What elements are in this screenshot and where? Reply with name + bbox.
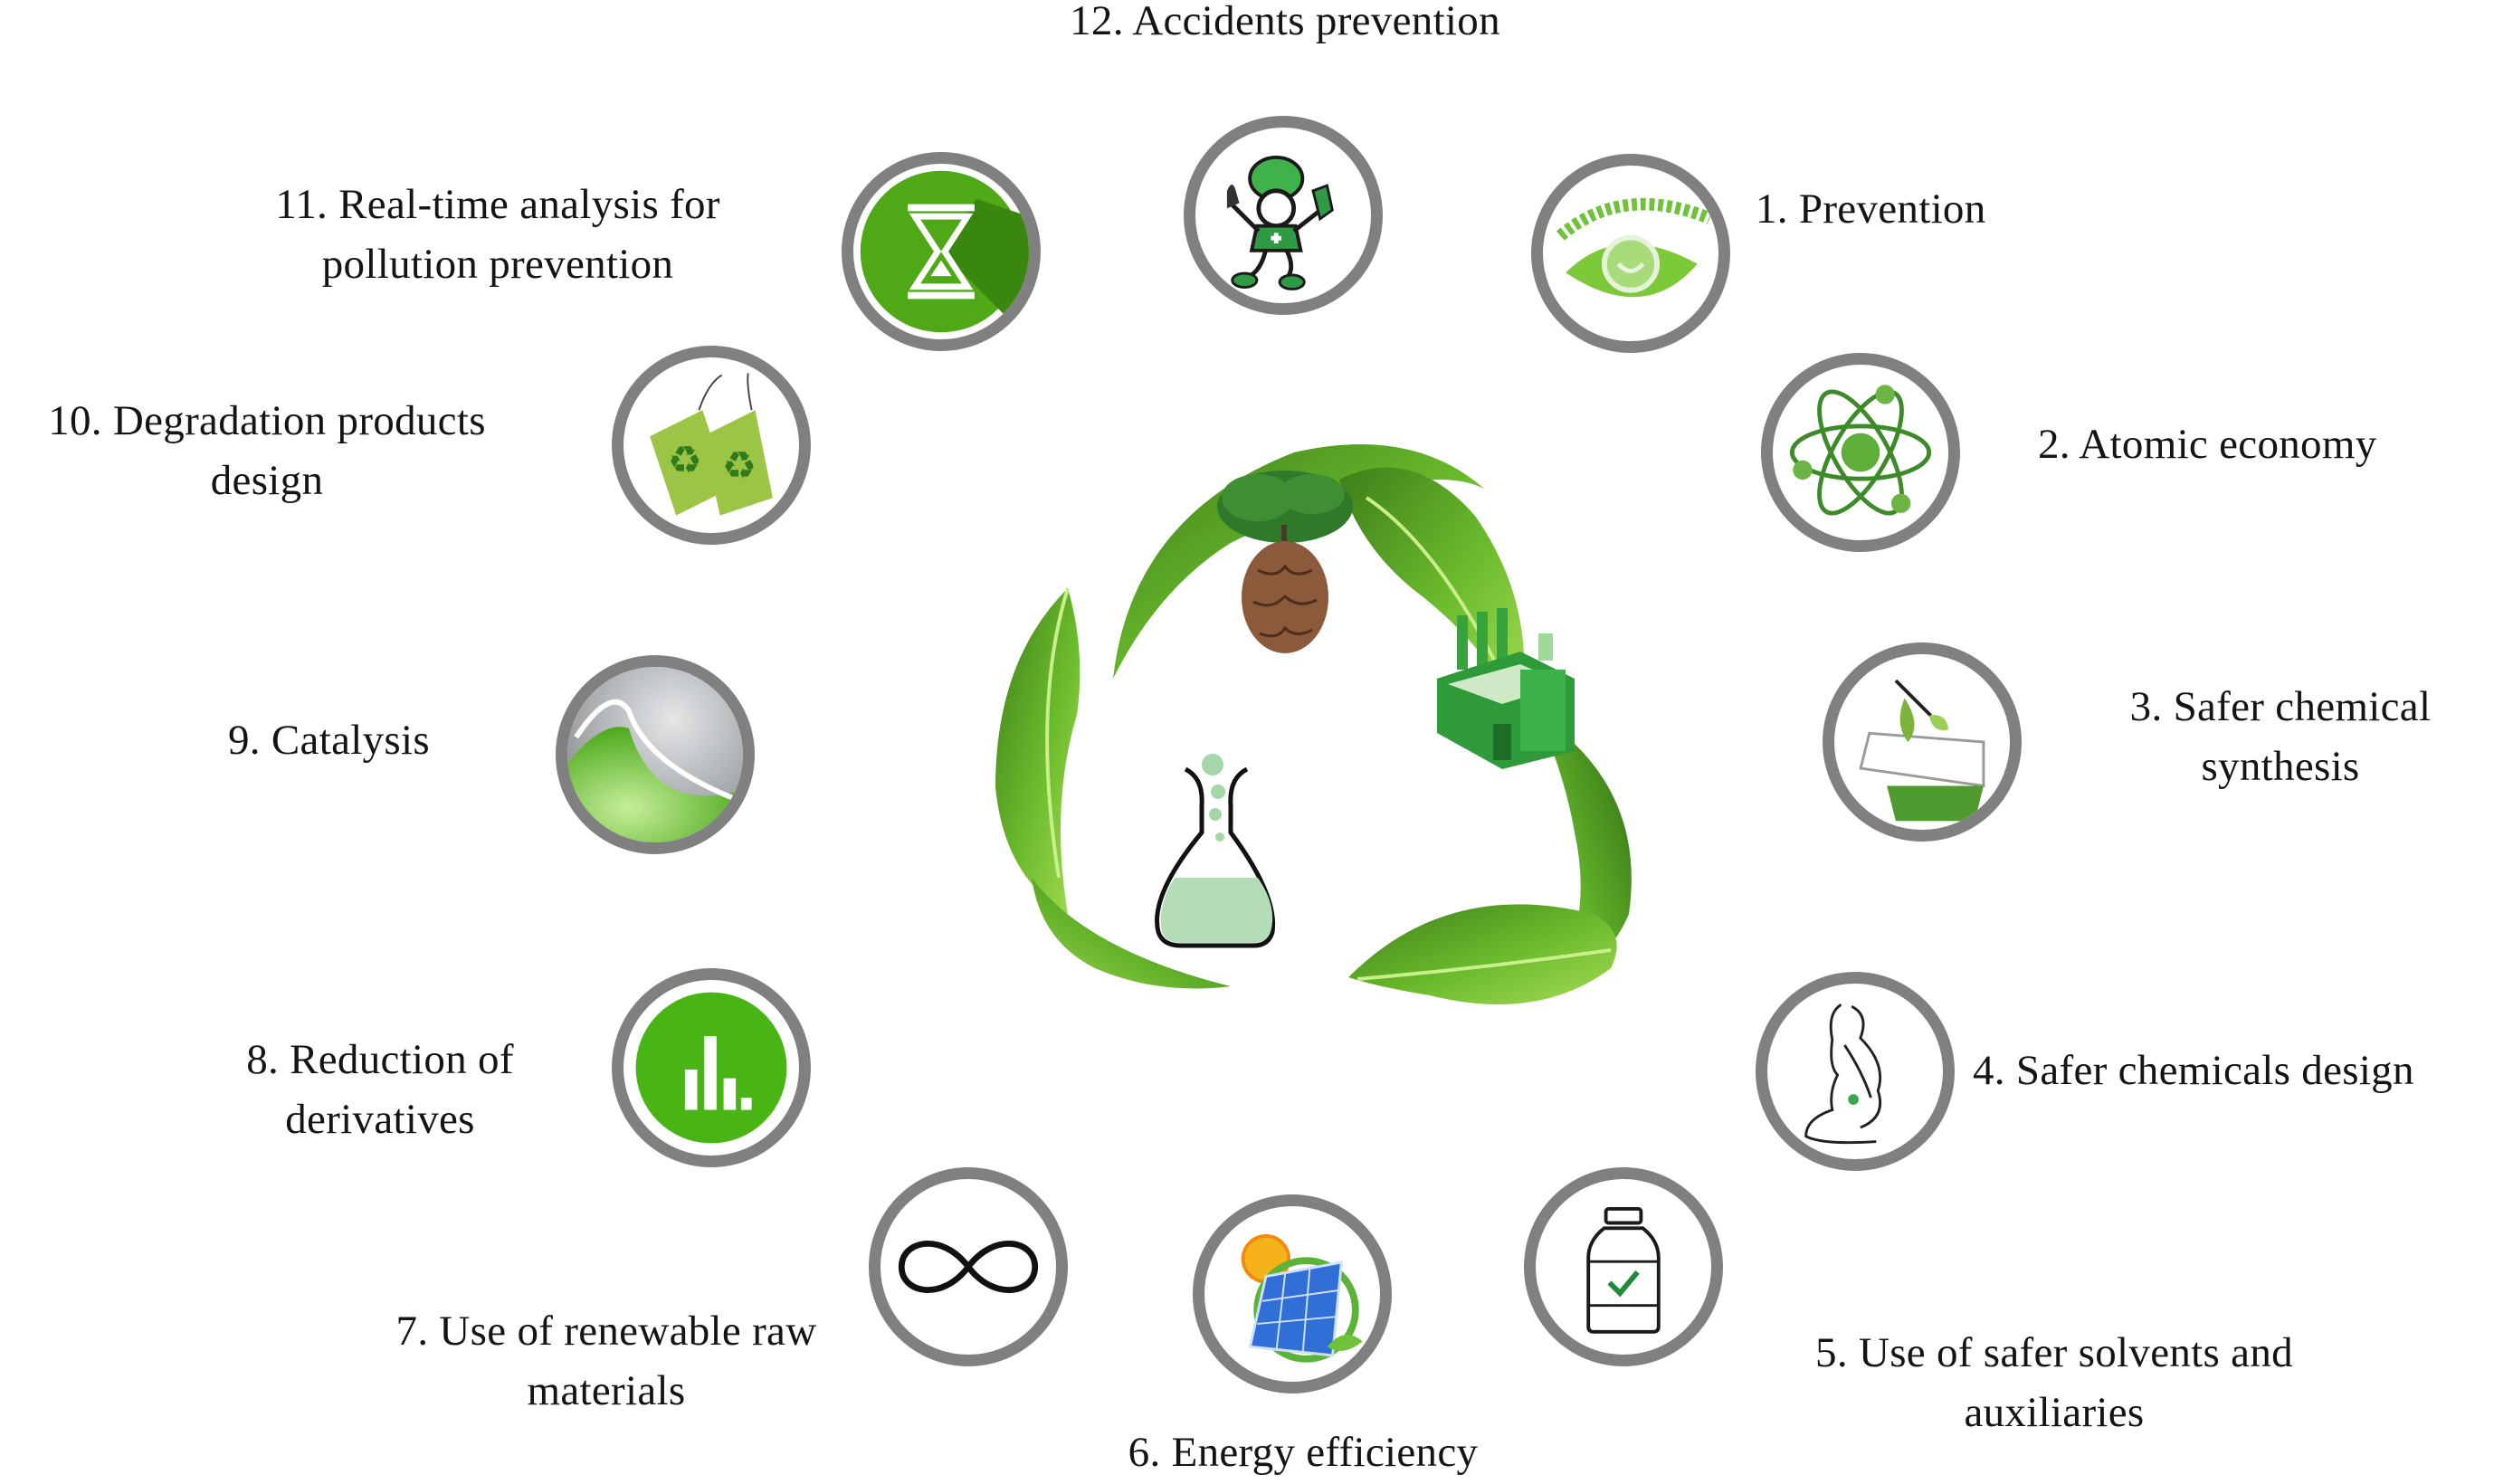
pregnant-woman-icon xyxy=(1804,1004,1882,1145)
label-principle-7: 7. Use of renewable raw materials xyxy=(395,1308,817,1414)
label-principle-5: 5. Use of safer solvents and auxiliaries xyxy=(1815,1329,2293,1436)
svg-text:♻: ♻ xyxy=(668,440,702,482)
ring-principle-6 xyxy=(1193,1194,1392,1394)
ring-principle-11 xyxy=(842,152,1041,351)
tree-brain-icon xyxy=(1217,471,1353,653)
ring-principle-3 xyxy=(1823,642,2022,842)
ring-principle-9 xyxy=(556,655,755,854)
leaf-right xyxy=(1348,715,1632,1004)
label-principle-2: 2. Atomic economy xyxy=(2038,421,2377,468)
svg-text:♻: ♻ xyxy=(722,445,757,488)
eye-leaf-icon xyxy=(1556,197,1712,298)
catalysis-sphere-icon xyxy=(567,667,743,842)
label-principle-9: 9. Catalysis xyxy=(228,717,430,764)
ring-principle-2 xyxy=(1761,353,1960,552)
label-principle-10: 10. Degradation products design xyxy=(48,397,486,504)
recycle-tags-icon: ♻ ♻ xyxy=(650,373,773,516)
solar-panel-icon xyxy=(1241,1234,1363,1363)
bar-chart-icon xyxy=(632,988,791,1147)
ring-principle-7 xyxy=(869,1167,1068,1366)
bottle-check-icon xyxy=(1586,1207,1661,1334)
ring-principle-5 xyxy=(1524,1167,1723,1366)
label-principle-11: 11. Real-time analysis for pollution pre… xyxy=(275,181,720,288)
infinity-icon xyxy=(898,1241,1039,1293)
leaf-left xyxy=(995,587,1231,989)
label-principle-1: 1. Prevention xyxy=(1756,186,1986,233)
atom-icon xyxy=(1789,385,1932,516)
ring-principle-4 xyxy=(1756,972,1955,1171)
ring-principle-1 xyxy=(1531,154,1730,353)
safety-worker-icon xyxy=(1226,156,1334,290)
ring-principle-10: ♻ ♻ xyxy=(612,346,811,545)
label-principle-12: 12. Accidents prevention xyxy=(1070,0,1500,44)
ring-principle-12 xyxy=(1184,116,1383,315)
test-tube-plant-icon xyxy=(1859,679,1985,822)
factory-icon xyxy=(1437,608,1575,769)
center-recycle-symbol xyxy=(941,407,1665,1023)
label-principle-3: 3. Safer chemical synthesis xyxy=(2129,683,2432,790)
flask-icon xyxy=(1155,754,1276,948)
ring-principle-8 xyxy=(612,968,811,1167)
hourglass-icon xyxy=(860,170,1029,339)
label-principle-4: 4. Safer chemicals design xyxy=(1973,1047,2414,1094)
label-principle-6: 6. Energy efficiency xyxy=(1128,1429,1479,1476)
label-principle-8: 8. Reduction of derivatives xyxy=(246,1036,514,1143)
